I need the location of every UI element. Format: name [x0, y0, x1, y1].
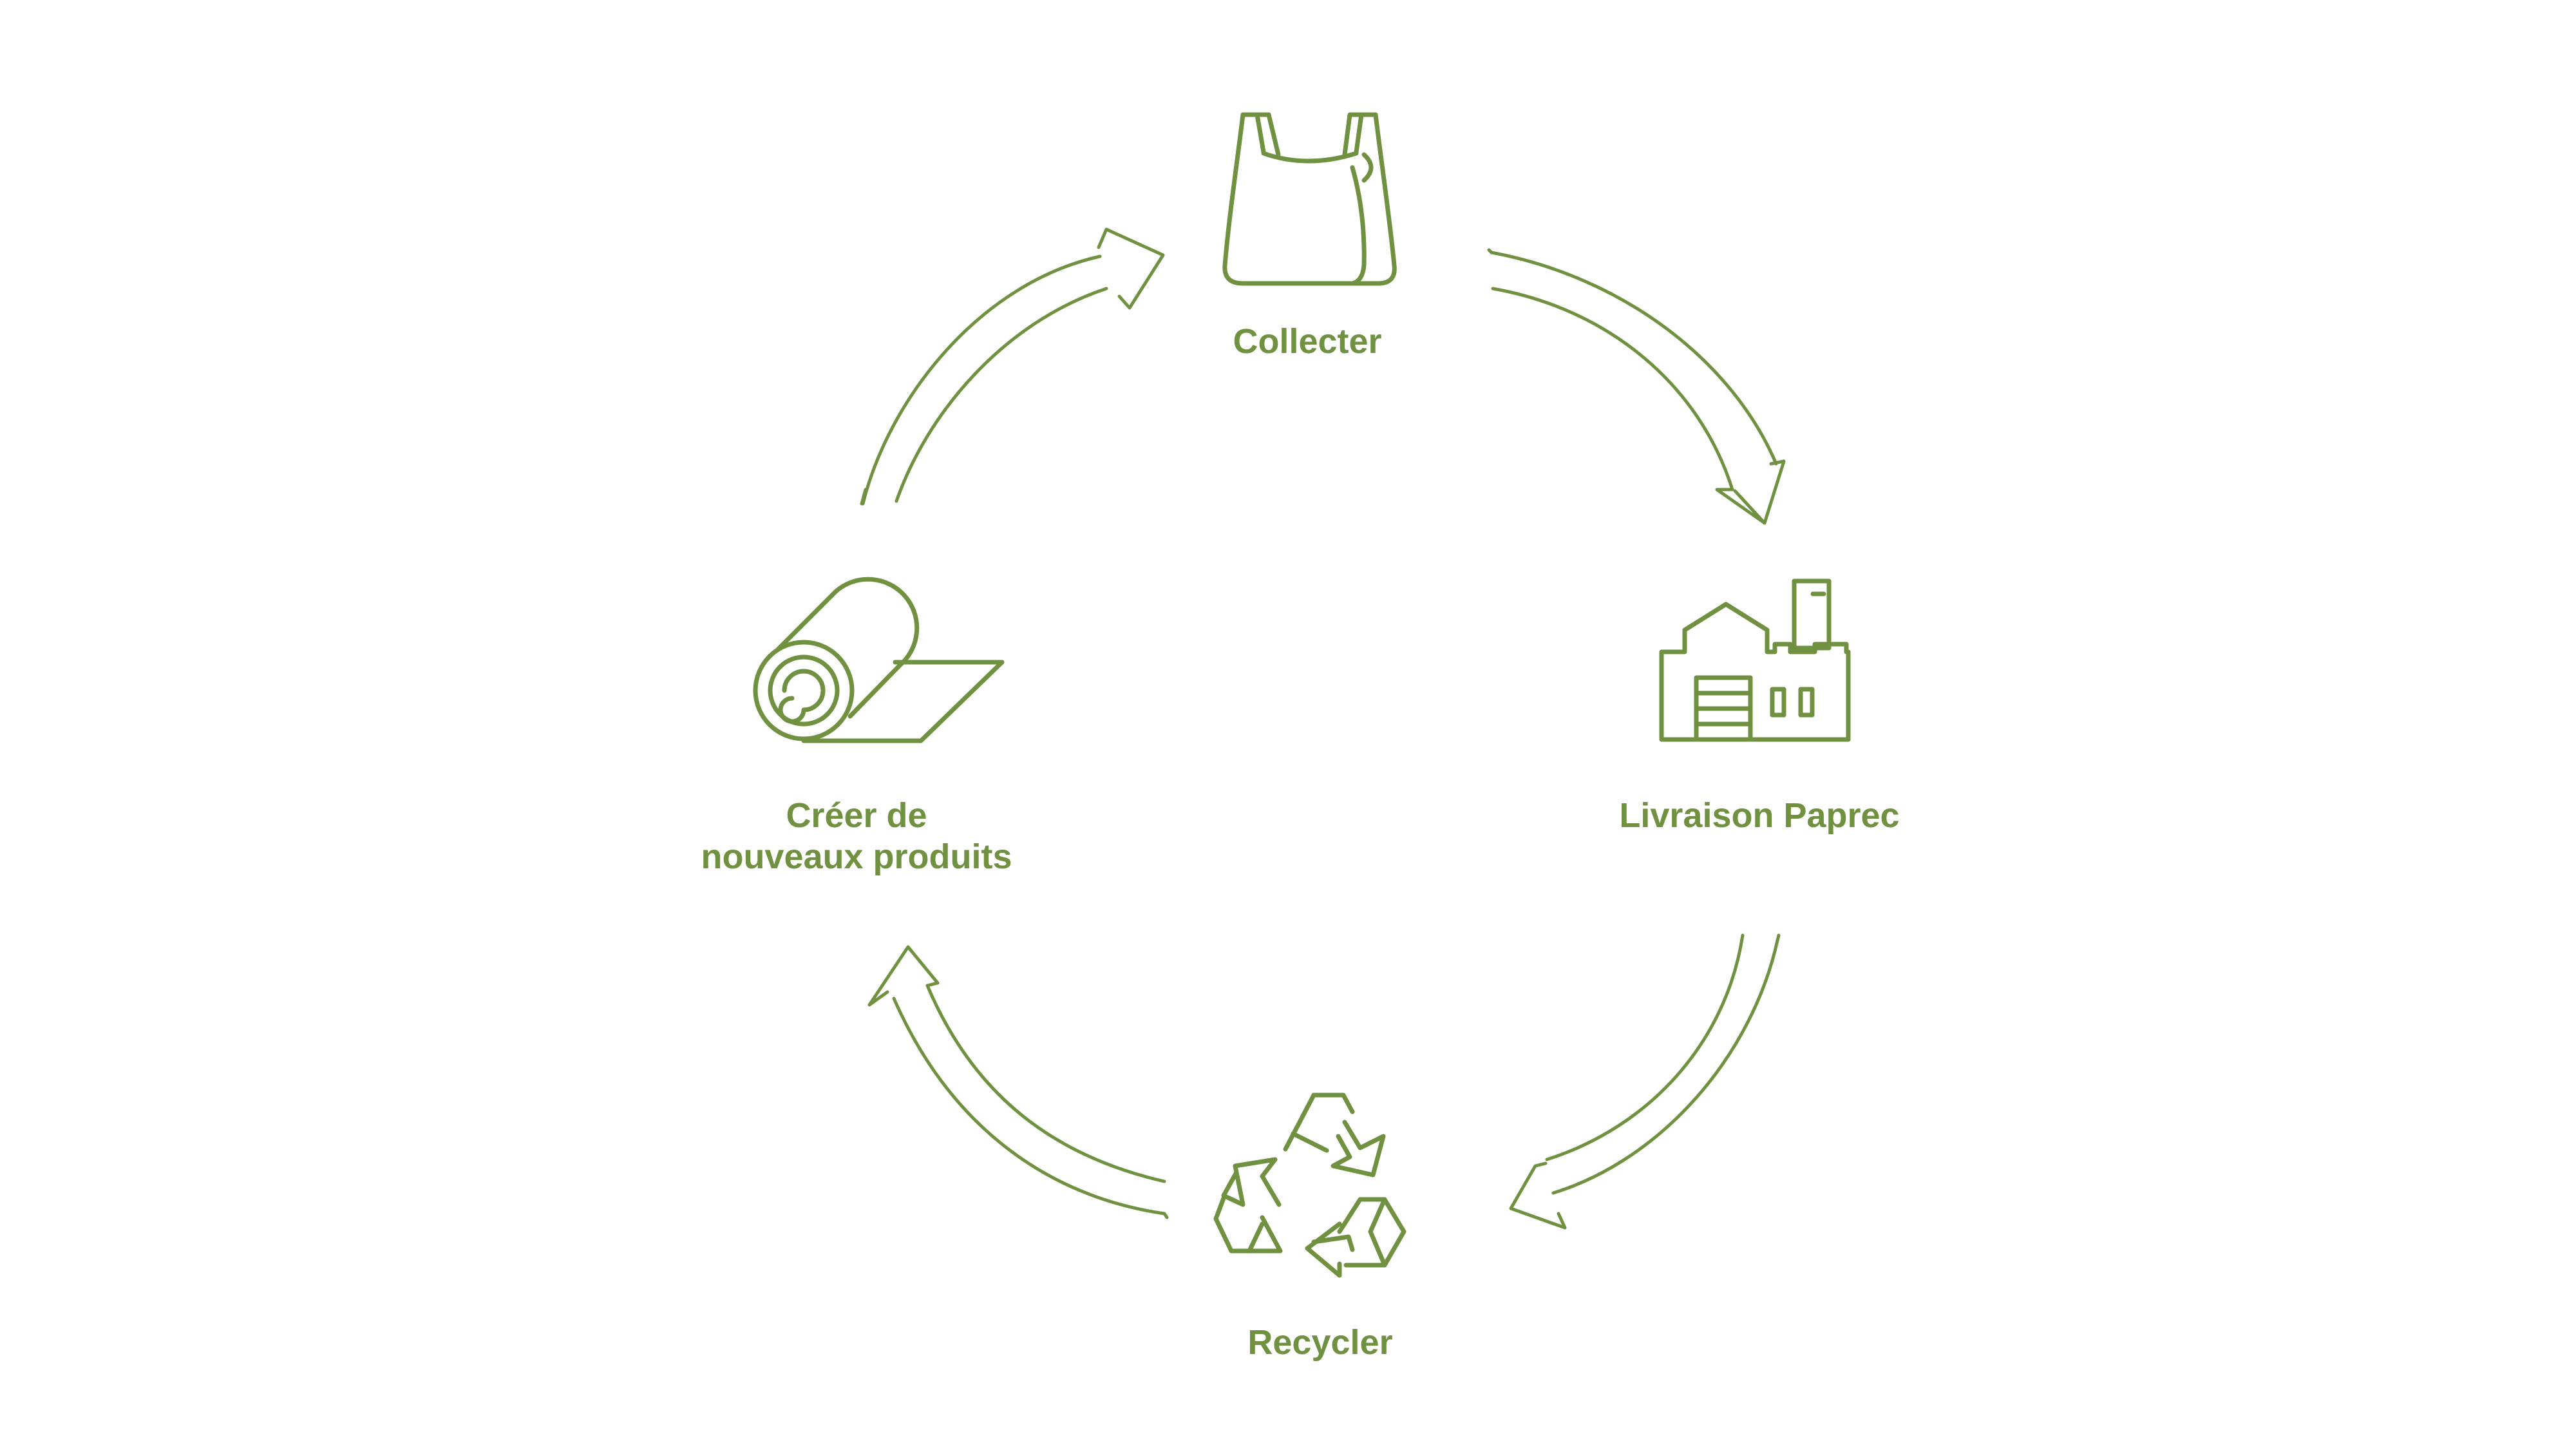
step-label-create-line-2: nouveaux produits [701, 837, 1012, 876]
factory-icon [1659, 578, 1851, 742]
step-label-delivery: Livraison Paprec [1619, 796, 1900, 835]
recycle-icon [1213, 1092, 1406, 1278]
material-roll-icon [753, 577, 1005, 743]
arrow-collect-to-delivery [1487, 248, 1786, 525]
shopping-bag-icon [1222, 112, 1397, 286]
step-label-create-line-1: Créer de [786, 796, 927, 835]
arrow-delivery-to-recycle [1509, 933, 1781, 1230]
step-label-recycle: Recycler [1247, 1323, 1393, 1362]
step-label-create: Créer de nouveaux produits [663, 795, 1050, 877]
step-label-collect: Collecter [1233, 322, 1382, 361]
arrow-recycle-to-create [867, 945, 1169, 1219]
arrow-create-to-collect [860, 227, 1165, 506]
